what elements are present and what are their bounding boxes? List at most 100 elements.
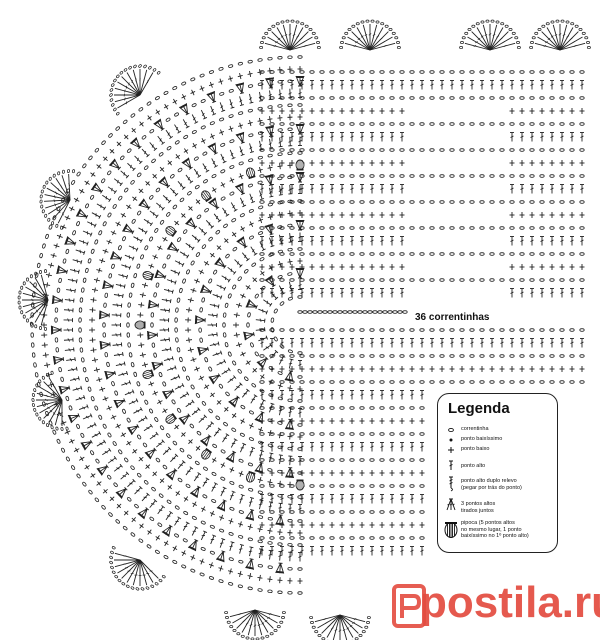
chain-stitch-mark (202, 151, 208, 156)
double-crochet-mark (330, 442, 334, 452)
single-crochet-mark (199, 558, 205, 565)
cluster-stitch-mark (256, 356, 269, 369)
chain-stitch-mark (279, 70, 285, 74)
double-crochet-mark (370, 390, 374, 400)
chain-stitch-mark (191, 516, 197, 520)
chain-stitch-mark (144, 399, 149, 405)
single-crochet-mark (369, 418, 375, 424)
chain-stitch-mark (429, 226, 435, 230)
double-crochet-mark (82, 413, 93, 420)
chain-stitch-mark (155, 187, 161, 193)
chain-stitch-mark (150, 312, 155, 318)
double-crochet-mark (420, 546, 424, 556)
single-crochet-mark (299, 418, 305, 424)
chain-count-annotation: 36 correntinhas (415, 312, 490, 323)
double-crochet-mark (288, 358, 294, 369)
double-crochet-mark (580, 338, 584, 348)
chain-stitch-mark (399, 536, 405, 540)
single-crochet-mark (248, 423, 254, 429)
chain-stitch-mark (369, 200, 375, 204)
double-crochet-mark (205, 220, 215, 229)
chain-stitch-mark (279, 510, 285, 514)
double-crochet-mark (170, 187, 179, 197)
double-crochet-mark (400, 390, 404, 400)
double-crochet-mark (520, 184, 524, 194)
chain-stitch-mark (130, 282, 135, 288)
single-crochet-mark (569, 264, 575, 270)
double-crochet-mark (166, 279, 177, 285)
chain-stitch-mark (289, 458, 295, 462)
chain-stitch-mark (322, 310, 328, 314)
double-crochet-mark (350, 80, 354, 90)
double-crochet-mark (280, 338, 284, 348)
double-crochet-mark (310, 236, 314, 246)
single-crochet-mark (439, 366, 445, 372)
chain-stitch-mark (299, 406, 305, 410)
single-crochet-mark (519, 212, 525, 218)
single-crochet-mark (579, 366, 585, 372)
popcorn-stitch-mark (295, 159, 305, 171)
cluster-stitch-mark (235, 82, 245, 95)
chain-stitch-mark (409, 380, 415, 384)
double-crochet-mark (380, 546, 384, 556)
chain-stitch-mark (459, 380, 465, 384)
cluster-stitch-mark (158, 176, 171, 189)
chain-stitch-mark (419, 200, 425, 204)
chain-stitch-mark (539, 70, 545, 74)
fan-shells (17, 19, 591, 640)
double-crochet-mark (191, 114, 199, 124)
chain-stitch-mark (249, 235, 254, 240)
single-crochet-mark (208, 81, 214, 88)
chain-stitch-mark (479, 380, 485, 384)
chain-stitch-mark (519, 70, 525, 74)
double-crochet-mark (249, 193, 256, 204)
chain-stitch-mark (279, 301, 285, 306)
single-crochet-mark (126, 204, 132, 210)
chain-stitch-mark (208, 278, 213, 284)
chain-stitch-mark (389, 510, 395, 514)
single-crochet-mark (167, 160, 172, 166)
chain-stitch-mark (419, 70, 425, 74)
chain-stitch-mark (107, 170, 112, 176)
chain-stitch-mark (248, 487, 254, 492)
double-crochet-mark (156, 202, 165, 211)
chain-stitch-mark (137, 210, 142, 216)
chain-stitch-mark (162, 464, 168, 470)
chain-stitch-mark (153, 352, 157, 358)
chain-stitch-mark (196, 430, 202, 436)
chain-stitch-mark (519, 328, 525, 332)
single-crochet-mark (299, 108, 305, 114)
chain-stitch-mark (215, 230, 221, 235)
chain-stitch-mark (289, 328, 295, 332)
chain-stitch-mark (118, 195, 123, 201)
double-crochet-mark (390, 338, 394, 348)
double-crochet-mark (72, 259, 83, 265)
chain-stitch-mark (257, 490, 263, 495)
double-crochet-mark (500, 338, 504, 348)
chain-stitch-mark (409, 122, 415, 126)
chain-stitch-mark (469, 174, 475, 178)
chain-stitch-mark (319, 174, 325, 178)
single-crochet-mark (569, 212, 575, 218)
single-crochet-mark (90, 172, 96, 177)
chain-stitch-mark (529, 328, 535, 332)
chain-stitch-mark (409, 406, 415, 410)
double-crochet-mark (470, 80, 474, 90)
chain-stitch-mark (569, 226, 575, 230)
single-crochet-mark (110, 230, 117, 236)
double-crochet-mark (229, 99, 235, 109)
double-crochet-mark (270, 291, 279, 301)
chain-stitch-mark (155, 96, 160, 101)
chain-stitch-mark (126, 417, 131, 423)
single-crochet-mark (64, 215, 71, 221)
chain-stitch-mark (247, 462, 253, 467)
chain-stitch-mark (339, 354, 345, 358)
chain-stitch-mark (90, 194, 95, 200)
chain-stitch-mark (439, 174, 445, 178)
single-crochet-mark (359, 522, 365, 528)
single-crochet-mark (175, 490, 181, 496)
chain-stitch-mark (287, 151, 293, 155)
double-crochet-mark (67, 366, 78, 372)
double-crochet-mark (260, 390, 264, 400)
single-crochet-mark (64, 429, 71, 435)
